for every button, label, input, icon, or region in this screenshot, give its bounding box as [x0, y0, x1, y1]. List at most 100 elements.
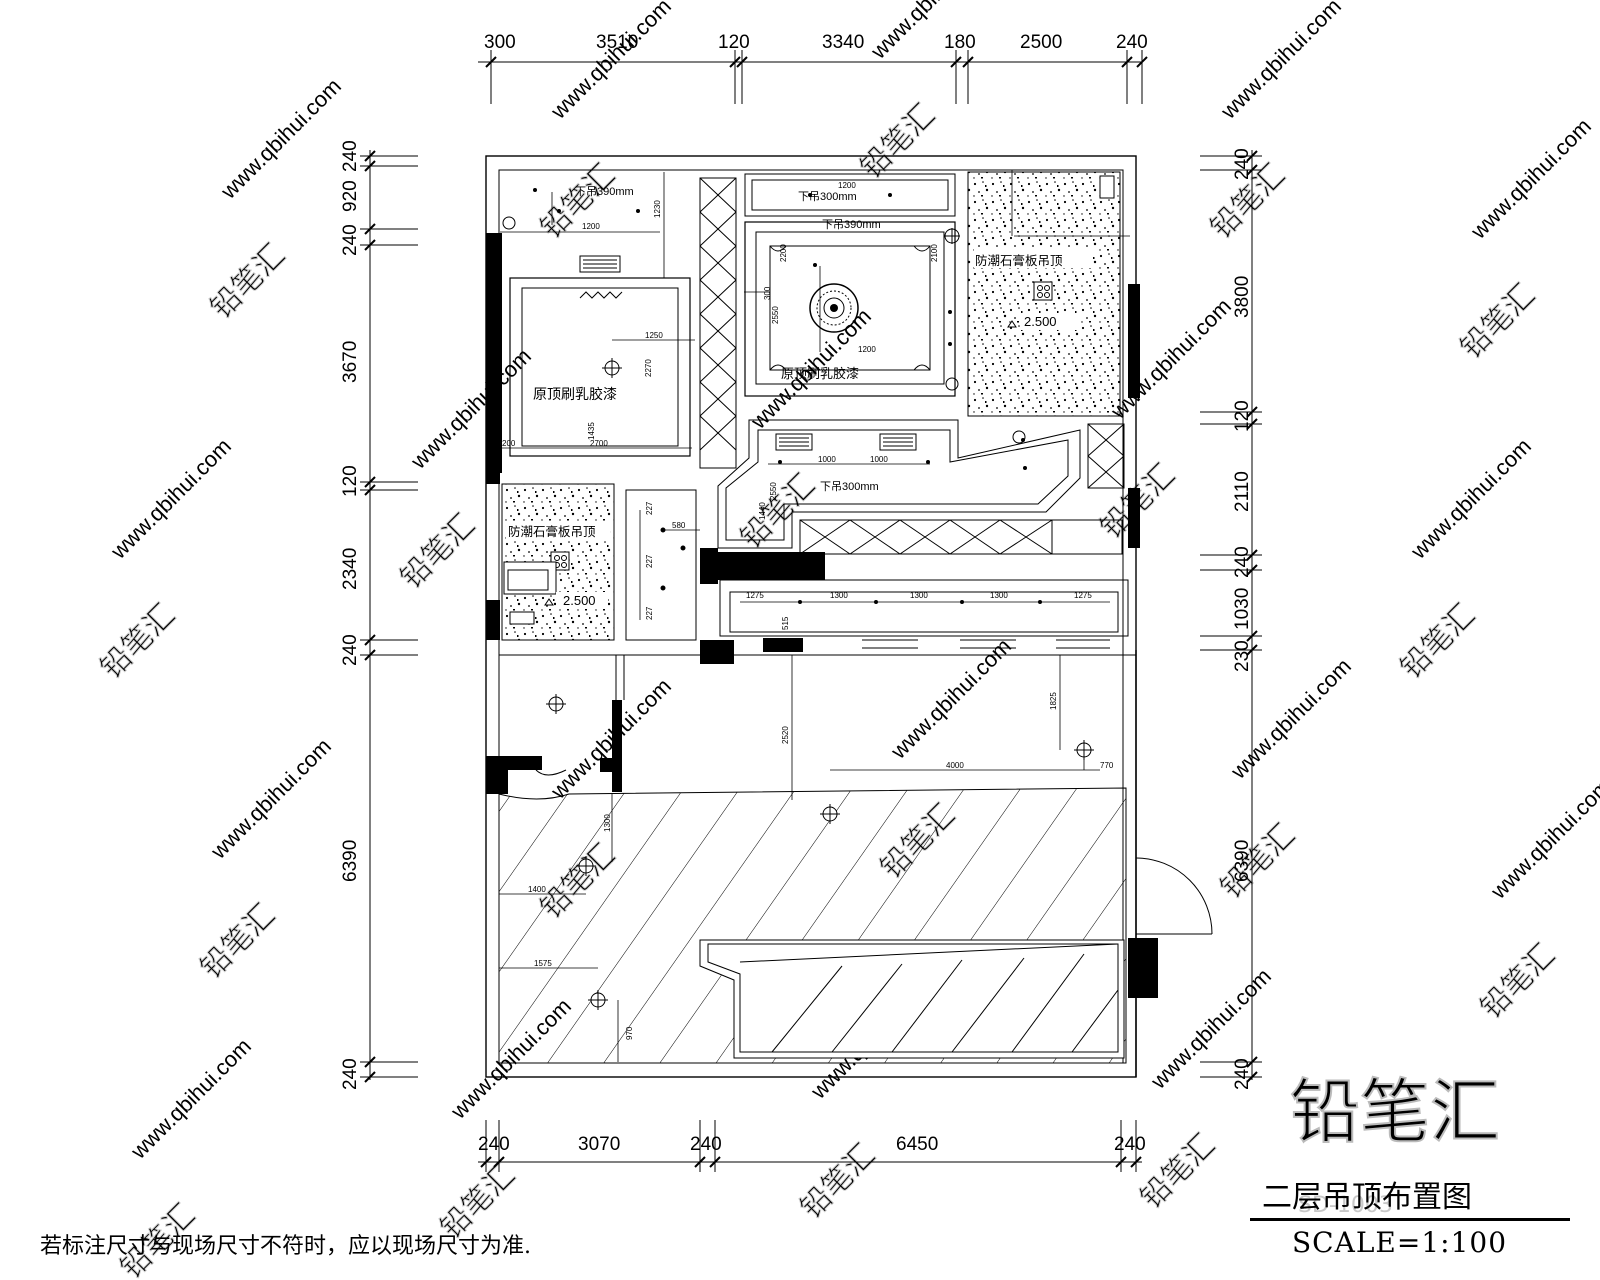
dim-label: 227 — [645, 501, 654, 515]
top-dim-4: 3340 — [822, 32, 864, 53]
dim-label: 2700 — [590, 439, 608, 448]
dim-label: 1275 — [746, 591, 764, 600]
left-dim-9: 240 — [340, 1058, 361, 1090]
room1-label: 原顶刷乳胶漆 — [533, 386, 617, 402]
dimension-note: 若标注尺寸与现场尺寸不符时，应以现场尺寸为准. — [40, 1234, 531, 1259]
watermark-brand: 铅笔汇 — [1395, 598, 1482, 685]
watermark-url: www.qbihui.com — [205, 733, 336, 864]
dim-label: 1200 — [582, 222, 600, 231]
title-underline — [1250, 1218, 1570, 1221]
left-dim-7: 240 — [340, 634, 361, 666]
right-dim-7: 230 — [1232, 640, 1253, 672]
watermark-url: www.qbihui.com — [1105, 293, 1236, 424]
room2-drop-b: 下吊390mm — [822, 218, 881, 231]
room2-label: 原顶刷乳胶漆 — [781, 366, 859, 381]
watermark-brand: 铅笔汇 — [795, 1138, 882, 1225]
dim-label: 970 — [625, 1026, 634, 1040]
dim-label: 1575 — [534, 959, 552, 968]
top-dimension-chain: 300 3510 120 3340 180 2500 240 — [478, 32, 1148, 104]
right-dim-8: 6390 — [1232, 840, 1253, 882]
watermark-brand: 铅笔汇 — [855, 98, 942, 185]
room1-drop: 下吊390mm — [575, 185, 634, 198]
dim-label: 2550 — [771, 306, 780, 324]
right-dim-5: 240 — [1232, 546, 1253, 578]
watermark-tile: www.qbihui.com 铅笔汇 — [854, 0, 996, 186]
dim-label: 1825 — [1049, 692, 1058, 710]
dim-label: 1250 — [645, 331, 663, 340]
right-dim-6: 1030 — [1232, 588, 1253, 630]
left-dim-2: 920 — [340, 180, 361, 212]
built-in-cabinet-column — [699, 177, 737, 469]
bottom-dimension-chain: 240 3070 240 6450 240 — [478, 1120, 1146, 1172]
corridor-strip — [625, 489, 700, 641]
dim-label: 1230 — [653, 200, 662, 218]
dim-label: 200 — [502, 439, 516, 448]
room4-height: 2.500 — [563, 593, 596, 608]
brand-logo-text: 铅笔汇 — [1290, 1073, 1500, 1151]
dim-label: 1275 — [1074, 591, 1092, 600]
dim-label: 580 — [672, 521, 686, 530]
dim-label: 515 — [781, 616, 790, 630]
left-dim-8: 6390 — [340, 840, 361, 882]
dim-label: 1300 — [603, 814, 612, 832]
drawing-title: 二层吊顶布置图 — [1262, 1180, 1472, 1215]
bottom-dim-4: 6450 — [896, 1134, 938, 1155]
top-dim-1: 300 — [484, 32, 516, 53]
watermark-url: www.qbihui.com — [1485, 773, 1600, 904]
top-dim-3: 120 — [718, 32, 750, 53]
watermark-tile: www.qbihui.com 铅笔汇 — [1214, 653, 1356, 905]
right-dim-4: 2110 — [1232, 471, 1253, 512]
watermark-url: www.qbihui.com — [545, 673, 676, 804]
watermark-url: www.qbihui.com — [1225, 653, 1356, 784]
watermark-url: www.qbihui.com — [125, 1033, 256, 1164]
dim-label: 4000 — [946, 761, 964, 770]
brand-logo-watermark: 铅笔汇 SD-1003 — [1289, 1072, 1501, 1218]
top-dim-6: 2500 — [1020, 32, 1062, 53]
brand-logo-code: SD-1003 — [1298, 1193, 1393, 1218]
dim-label: 1440 — [758, 502, 767, 520]
bottom-dim-1: 240 — [478, 1134, 510, 1155]
left-dimension-chain: 240 920 240 3670 120 2340 240 6390 240 — [340, 140, 418, 1090]
watermark-tile: www.qbihui.com 铅笔汇 — [1454, 113, 1596, 365]
dim-label: 1300 — [990, 591, 1008, 600]
watermark-brand: 铅笔汇 — [95, 598, 182, 685]
dim-label: 2100 — [930, 244, 939, 262]
hatched-living-area: 1300 1400 1575 970 — [498, 787, 1127, 1064]
dim-label: 227 — [645, 606, 654, 620]
entry-door-swing — [1135, 857, 1213, 935]
dim-label: 2200 — [779, 244, 788, 262]
room3-height: 2.500 — [1024, 314, 1057, 329]
left-dim-4: 3670 — [340, 341, 361, 383]
room-upper-left: 原顶刷乳胶漆 下吊390mm 1200 1230 2270 2700 200 1… — [500, 172, 695, 457]
watermark-brand: 铅笔汇 — [395, 508, 482, 595]
right-dim-9: 240 — [1232, 1058, 1253, 1090]
dim-label: 1200 — [838, 181, 856, 190]
watermark-brand: 铅笔汇 — [1215, 818, 1302, 905]
room-mid-left-bathroom: 防潮石膏板吊顶 2.500 — [501, 483, 615, 641]
right-dim-2: 3800 — [1232, 276, 1253, 318]
dim-label: 1300 — [830, 591, 848, 600]
top-dim-2: 3510 — [596, 32, 638, 53]
left-dim-3: 240 — [340, 224, 361, 256]
watermark-url: www.qbihui.com — [1405, 433, 1536, 564]
watermark-url: www.qbihui.com — [215, 73, 346, 204]
central-ceiling-labels: 下吊300mm 1000 1000 2550 1440 — [758, 430, 1027, 520]
lower-hall — [499, 654, 1136, 800]
watermark-url: www.qbihui.com — [1465, 113, 1596, 244]
dim-label: 2520 — [781, 726, 790, 744]
central-ceiling-drop — [717, 419, 1125, 555]
drawing-scale: SCALE=1:100 — [1292, 1226, 1508, 1259]
left-dim-5: 120 — [340, 465, 361, 497]
room-upper-right-bathroom: 防潮石膏板吊顶 2.500 — [967, 170, 1130, 417]
watermark-brand: 铅笔汇 — [1455, 278, 1542, 365]
room4-label: 防潮石膏板吊顶 — [508, 524, 596, 539]
dim-label: 1200 — [858, 345, 876, 354]
room-upper-center: 原顶刷乳胶漆 下吊300mm 下吊390mm 1200 2200 2100 25… — [744, 173, 960, 397]
watermark-url: www.qbihui.com — [865, 0, 996, 64]
dim-label: 2270 — [644, 359, 653, 377]
watermark-url: www.qbihui.com — [1145, 963, 1276, 1094]
left-dim-1: 240 — [340, 140, 361, 172]
